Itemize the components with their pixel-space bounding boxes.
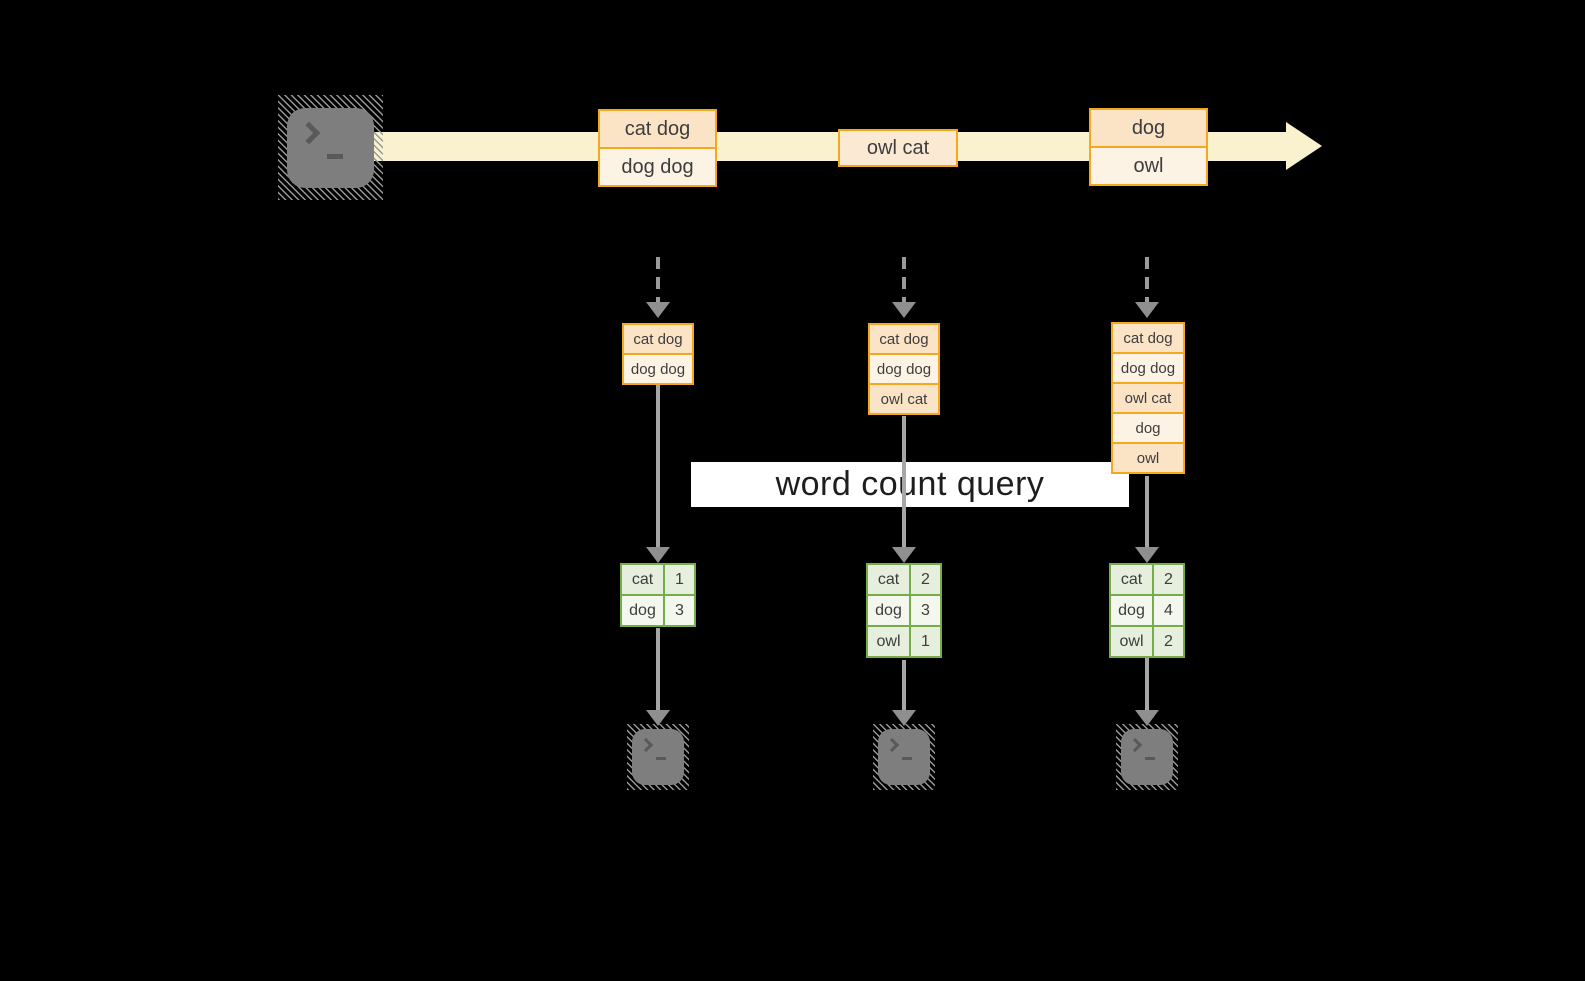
table-row: cat 1 (622, 565, 694, 594)
count-cell: 2 (1154, 627, 1183, 656)
table-row: cat 2 (868, 565, 940, 594)
terminal-prompt-chevron-icon (638, 737, 654, 753)
buffer-row: cat dog (870, 325, 938, 353)
count-cell: 3 (665, 596, 694, 625)
buffer-row: owl cat (1113, 382, 1183, 412)
record-buffer-1: cat dog dog dog (622, 323, 694, 385)
terminal-prompt-chevron-icon (1127, 737, 1143, 753)
buffer-row: dog (1113, 412, 1183, 442)
record-cell: dog (1091, 110, 1206, 146)
terminal-icon (287, 108, 374, 188)
word-cell: dog (622, 596, 665, 625)
terminal-icon (1121, 729, 1173, 785)
count-cell: 1 (665, 565, 694, 594)
word-cell: dog (868, 596, 911, 625)
arrow-down-icon (646, 385, 670, 563)
terminal-prompt-chevron-icon (884, 737, 900, 753)
stream-batch-1: cat dog dog dog (598, 109, 717, 187)
record-cell: owl (1091, 146, 1206, 184)
query-label: word count query (691, 462, 1129, 507)
terminal-icon (878, 729, 930, 785)
consumer-terminal-icon (627, 724, 689, 790)
record-cell: cat dog (600, 111, 715, 147)
count-cell: 4 (1154, 596, 1183, 625)
word-cell: cat (1111, 565, 1154, 594)
consumer-terminal-icon (873, 724, 935, 790)
table-row: owl 1 (868, 625, 940, 656)
terminal-cursor-icon (656, 757, 666, 760)
table-row: dog 3 (622, 594, 694, 625)
terminal-icon (632, 729, 684, 785)
table-row: dog 4 (1111, 594, 1183, 625)
table-row: owl 2 (1111, 625, 1183, 656)
buffer-row: dog dog (1113, 352, 1183, 382)
buffer-row: owl cat (870, 383, 938, 413)
terminal-prompt-chevron-icon (297, 121, 321, 145)
arrow-down-icon (646, 628, 670, 726)
count-table-2: cat 2 dog 3 owl 1 (866, 563, 942, 658)
buffer-row: dog dog (624, 353, 692, 383)
arrow-down-icon (1135, 257, 1159, 318)
record-cell: owl cat (840, 131, 956, 165)
stream-batch-2: owl cat (838, 129, 958, 167)
word-cell: owl (1111, 627, 1154, 656)
buffer-row: owl (1113, 442, 1183, 472)
table-row: dog 3 (868, 594, 940, 625)
count-cell: 3 (911, 596, 940, 625)
count-cell: 1 (911, 627, 940, 656)
arrow-down-icon (892, 660, 916, 726)
record-buffer-2: cat dog dog dog owl cat (868, 323, 940, 415)
table-row: cat 2 (1111, 565, 1183, 594)
record-cell: dog dog (600, 147, 715, 185)
word-cell: dog (1111, 596, 1154, 625)
word-cell: owl (868, 627, 911, 656)
stream-batch-3: dog owl (1089, 108, 1208, 186)
consumer-terminal-icon (1116, 724, 1178, 790)
buffer-row: dog dog (870, 353, 938, 383)
arrow-down-icon (892, 416, 916, 563)
count-cell: 2 (1154, 565, 1183, 594)
buffer-row: cat dog (624, 325, 692, 353)
producer-terminal-icon (278, 95, 383, 200)
terminal-cursor-icon (1145, 757, 1155, 760)
terminal-cursor-icon (327, 154, 343, 159)
arrow-down-icon (1135, 658, 1159, 726)
record-buffer-3: cat dog dog dog owl cat dog owl (1111, 322, 1185, 474)
count-table-1: cat 1 dog 3 (620, 563, 696, 627)
arrow-right-icon (1286, 122, 1322, 170)
arrow-down-icon (646, 257, 670, 318)
arrow-down-icon (892, 257, 916, 318)
buffer-row: cat dog (1113, 324, 1183, 352)
arrow-down-icon (1135, 476, 1159, 563)
terminal-cursor-icon (902, 757, 912, 760)
count-table-3: cat 2 dog 4 owl 2 (1109, 563, 1185, 658)
word-cell: cat (868, 565, 911, 594)
word-cell: cat (622, 565, 665, 594)
count-cell: 2 (911, 565, 940, 594)
